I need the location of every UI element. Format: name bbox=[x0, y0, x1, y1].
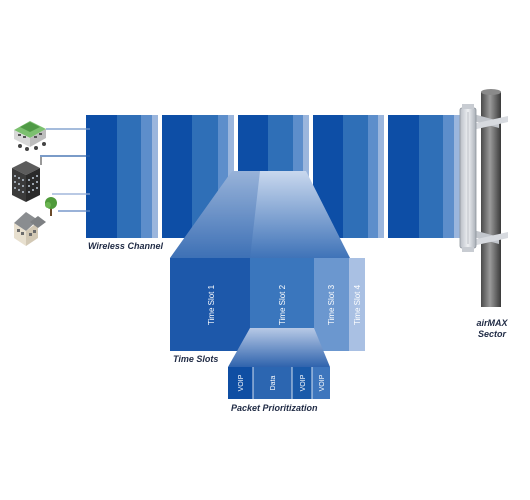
packet-data-label: Data bbox=[270, 376, 277, 391]
channel-frame-1 bbox=[86, 115, 158, 238]
slot-to-packets-funnel bbox=[228, 328, 330, 367]
sector-label: airMAX Sector bbox=[466, 318, 518, 340]
packet-voip-2-label: VOIP bbox=[300, 374, 307, 391]
channel-frame-5 bbox=[388, 115, 462, 238]
skyscraper-icon bbox=[12, 157, 42, 202]
time-slot-3-label: Time Slot 3 bbox=[327, 284, 336, 325]
packet-voip-1 bbox=[228, 367, 253, 399]
sector-label-line1: airMAX bbox=[476, 318, 508, 328]
house-icon bbox=[14, 212, 46, 246]
time-slots-label: Time Slots bbox=[173, 354, 219, 364]
sector-label-line2: Sector bbox=[477, 329, 506, 339]
sector-antenna-icon bbox=[459, 89, 508, 307]
packet-voip-2 bbox=[292, 367, 312, 399]
channel-to-slots-funnel bbox=[170, 171, 350, 258]
packet-voip-3-label: VOIP bbox=[319, 374, 326, 391]
time-slot-1 bbox=[170, 258, 250, 351]
time-slot-4 bbox=[349, 258, 365, 351]
time-slot-1-label: Time Slot 1 bbox=[207, 284, 216, 325]
packet-data bbox=[253, 367, 292, 399]
packet-voip-1-label: VOIP bbox=[238, 374, 245, 391]
time-slot-2-label: Time Slot 2 bbox=[278, 284, 287, 325]
packet-voip-3 bbox=[312, 367, 330, 399]
time-slot-4-label: Time Slot 4 bbox=[353, 284, 362, 325]
client-links bbox=[40, 128, 90, 212]
time-slot-3 bbox=[314, 258, 349, 351]
office-building-icon bbox=[14, 121, 46, 151]
packet-prioritization-label: Packet Prioritization bbox=[231, 403, 318, 413]
packet-prioritization-block: VOIP Data VOIP VOIP bbox=[228, 367, 330, 399]
wireless-channel-label: Wireless Channel bbox=[88, 241, 163, 251]
tree-icon bbox=[45, 197, 57, 216]
